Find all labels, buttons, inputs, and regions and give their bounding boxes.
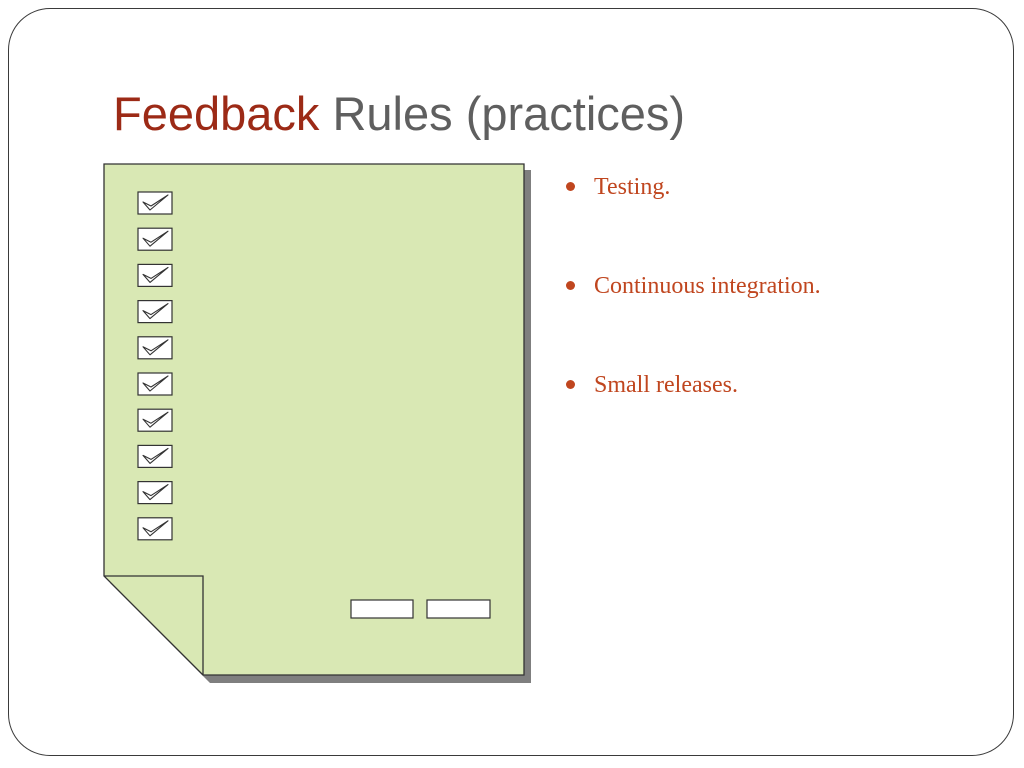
title-accent: Feedback	[113, 87, 320, 140]
signature-field-left	[350, 599, 414, 619]
signature-field-right	[426, 599, 491, 619]
document-fold	[104, 575, 204, 675]
bullet-text: Small releases.	[594, 372, 738, 398]
checked-box-icon	[137, 372, 173, 396]
bullet-item-continuous-integration: Continuous integration.	[566, 269, 986, 368]
bullet-item-small-releases: Small releases.	[566, 368, 986, 467]
checked-box-icon	[137, 517, 173, 541]
bullet-list: Testing. Continuous integration. Small r…	[566, 170, 986, 467]
bullet-text: Testing.	[594, 174, 671, 200]
checklist-document-icon	[103, 163, 531, 683]
slide-title: Feedback Rules (practices)	[113, 84, 685, 144]
bullet-item-testing: Testing.	[566, 170, 986, 269]
bullet-dot-icon	[566, 182, 575, 191]
checked-box-icon	[137, 336, 173, 360]
checked-box-icon	[137, 481, 173, 505]
bullet-dot-icon	[566, 281, 575, 290]
checked-box-icon	[137, 263, 173, 288]
checked-box-icon	[137, 191, 173, 215]
bullet-dot-icon	[566, 380, 575, 389]
checked-box-icon	[137, 408, 173, 432]
checked-box-icon	[137, 300, 173, 324]
bullet-text: Continuous integration.	[594, 273, 821, 299]
checkbox-column	[137, 191, 173, 541]
checked-box-icon	[137, 444, 173, 468]
title-rest: Rules (practices)	[332, 87, 686, 140]
document-page	[103, 163, 525, 676]
checked-box-icon	[137, 227, 173, 251]
